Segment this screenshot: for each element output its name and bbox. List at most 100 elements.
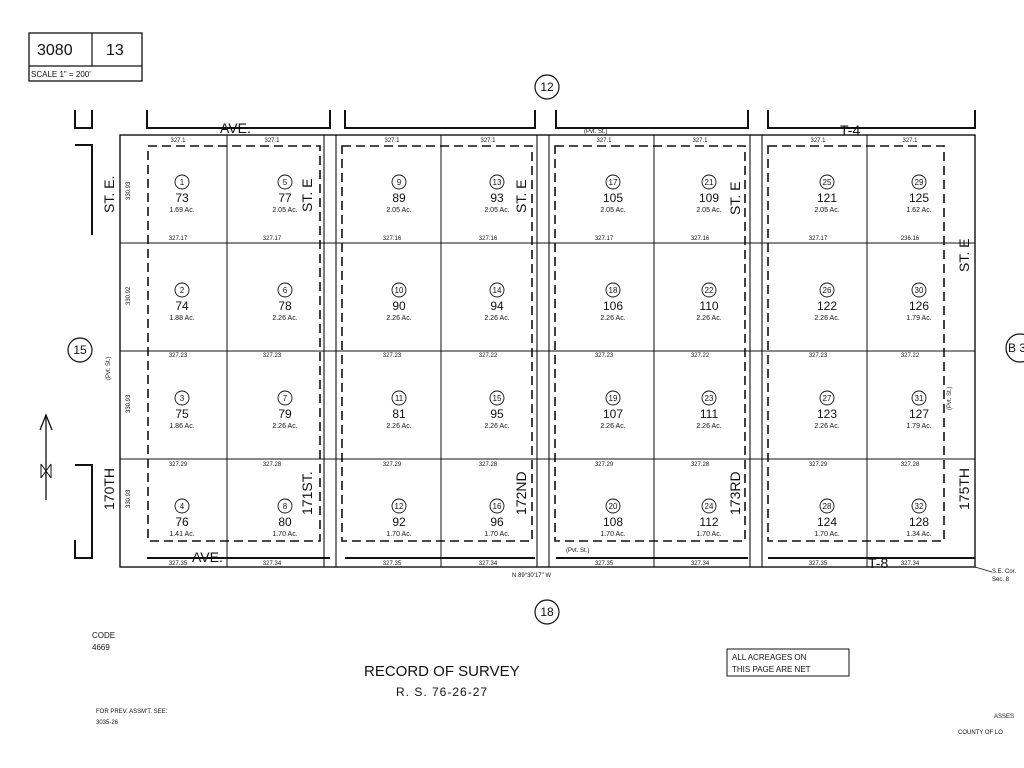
lot-acreage: 2.26 Ac. bbox=[814, 423, 839, 430]
lot-acreage: 1.69 Ac. bbox=[169, 207, 194, 214]
corner-note-line1: S.E. Cor. bbox=[992, 569, 1016, 575]
parcel-circle bbox=[911, 498, 927, 514]
lot-acreage: 2.05 Ac. bbox=[272, 207, 297, 214]
street-170th: 170TH bbox=[101, 468, 117, 510]
parcel-number: 18 bbox=[609, 286, 618, 295]
parcel-number: 23 bbox=[705, 394, 714, 403]
lot-number: 127 bbox=[909, 407, 929, 421]
dimension-label: 327.17 bbox=[169, 236, 188, 242]
dimension-label: 327.16 bbox=[479, 236, 498, 242]
county-label: COUNTY OF LO bbox=[958, 730, 1003, 736]
map-ref-number: 15 bbox=[73, 343, 87, 357]
lot-acreage: 1.34 Ac. bbox=[906, 531, 931, 538]
parcel-circle bbox=[819, 390, 835, 406]
parcel-circle bbox=[701, 390, 717, 406]
dimension-label: 327.23 bbox=[263, 353, 282, 359]
parcel-circle bbox=[701, 282, 717, 298]
page-number: 13 bbox=[106, 42, 124, 59]
lot-number: 79 bbox=[278, 407, 292, 421]
street-pvt-right: (Pvt. St.) bbox=[947, 387, 953, 410]
lot: 17 105 2.05 Ac. bbox=[600, 174, 626, 214]
parcel-circle bbox=[391, 390, 407, 406]
parcel-circle bbox=[174, 390, 190, 406]
book-page-header: 3080 13 SCALE 1" = 200' bbox=[28, 32, 143, 82]
map-ref-circle bbox=[534, 74, 560, 100]
street-pvt-top: (Pvt. St.) bbox=[584, 129, 607, 135]
parcel-number: 7 bbox=[283, 394, 288, 403]
lot-number: 123 bbox=[817, 407, 837, 421]
corner-note-line2: Sec. 8 bbox=[992, 577, 1010, 583]
parcel-circle bbox=[605, 282, 621, 298]
lot-acreage: 1.86 Ac. bbox=[169, 423, 194, 430]
lot-acreage: 2.05 Ac. bbox=[386, 207, 411, 214]
lot-acreage: 2.26 Ac. bbox=[484, 423, 509, 430]
dimension-label: 327.16 bbox=[383, 236, 402, 242]
street-bottom-right: T-8 bbox=[868, 555, 888, 571]
dimension-label: 327.34 bbox=[691, 561, 710, 567]
dimension-label-vertical: 330.93 bbox=[126, 489, 132, 508]
lot-number: 105 bbox=[603, 191, 623, 205]
dimension-label: 327.1 bbox=[596, 138, 612, 144]
parcel-number: 24 bbox=[705, 502, 714, 511]
parcel-circle bbox=[701, 498, 717, 514]
bottom-bearing: N 89°30'17" W bbox=[512, 573, 551, 579]
dimension-label: 327.1 bbox=[480, 138, 496, 144]
map-ref-number: 18 bbox=[540, 605, 554, 619]
dimension-label: 327.35 bbox=[169, 561, 188, 567]
dimension-label: 327.23 bbox=[169, 353, 188, 359]
lot-acreage: 1.70 Ac. bbox=[484, 531, 509, 538]
map-ref-bottom: 18 bbox=[534, 599, 560, 625]
lot-acreage: 2.26 Ac. bbox=[696, 423, 721, 430]
lot-acreage: 2.05 Ac. bbox=[600, 207, 625, 214]
parcel-circle bbox=[819, 282, 835, 298]
record-subtitle: R. S. 76-26-27 bbox=[396, 685, 488, 699]
dimension-label: 327.22 bbox=[691, 353, 710, 359]
lot-acreage: 2.05 Ac. bbox=[814, 207, 839, 214]
dimension-label: 327.28 bbox=[901, 462, 920, 468]
parcel-circle bbox=[277, 498, 293, 514]
lot-number: 96 bbox=[490, 515, 504, 529]
acreage-note-line2: THIS PAGE ARE NET bbox=[732, 665, 811, 674]
lot-acreage: 2.05 Ac. bbox=[484, 207, 509, 214]
acreage-note-line1: ALL ACREAGES ON bbox=[732, 653, 807, 662]
parcel-number: 8 bbox=[283, 502, 288, 511]
parcel-number: 15 bbox=[493, 394, 502, 403]
parcel-number: 32 bbox=[915, 502, 924, 511]
dimension-label: 327.16 bbox=[691, 236, 710, 242]
parcel-circle bbox=[277, 390, 293, 406]
map-ref-number: B 30 bbox=[1008, 341, 1024, 355]
lot-number: 77 bbox=[278, 191, 292, 205]
lot-number: 112 bbox=[699, 515, 718, 529]
street-top-right: T-4 bbox=[840, 122, 860, 138]
prev-assessment-value: 3035-26 bbox=[96, 720, 119, 726]
parcel-number: 17 bbox=[609, 178, 618, 187]
dimension-label: 327.28 bbox=[263, 462, 282, 468]
street-171st: 171ST. bbox=[299, 471, 315, 515]
street-st-e-2: ST. E bbox=[513, 180, 529, 213]
map-ref-top: 12 bbox=[534, 74, 560, 100]
scale-label: SCALE 1" = 200' bbox=[31, 70, 91, 79]
parcel-circle bbox=[701, 174, 717, 190]
parcel-circle bbox=[911, 282, 927, 298]
dimension-label: 327.23 bbox=[383, 353, 402, 359]
parcel-circle bbox=[819, 174, 835, 190]
parcel-circle bbox=[819, 498, 835, 514]
lot-number: 106 bbox=[603, 299, 623, 313]
dimension-label: 327.1 bbox=[170, 138, 186, 144]
lot-acreage: 1.70 Ac. bbox=[386, 531, 411, 538]
lot-number: 78 bbox=[278, 299, 292, 313]
dimension-label-vertical: 330.92 bbox=[126, 286, 132, 305]
parcel-circle bbox=[391, 282, 407, 298]
